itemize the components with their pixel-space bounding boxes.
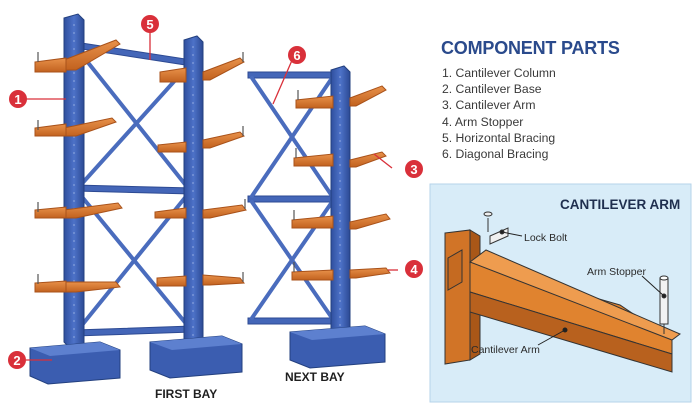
callout-badge-2: 2 bbox=[8, 351, 26, 369]
cantilever-base bbox=[149, 335, 243, 379]
first-bay bbox=[29, 13, 247, 385]
svg-text:3: 3 bbox=[410, 162, 417, 177]
horizontal-bracing bbox=[247, 71, 336, 325]
arm-stoppers bbox=[37, 52, 246, 284]
cantilever-arm-detail-panel bbox=[429, 183, 692, 403]
svg-text:2: 2 bbox=[13, 353, 20, 368]
callout-badge-3: 3 bbox=[405, 160, 423, 178]
cantilever-column bbox=[183, 35, 204, 349]
cantilever-arms bbox=[291, 85, 391, 281]
arm-stoppers bbox=[293, 90, 299, 272]
callout-badge-5: 5 bbox=[141, 15, 159, 33]
arm-stopper-label: Arm Stopper bbox=[587, 266, 646, 278]
component-part-item: 4. Arm Stopper bbox=[442, 114, 524, 129]
lock-bolt-label: Lock Bolt bbox=[524, 232, 568, 244]
callout-badge-1: 1 bbox=[9, 90, 27, 108]
component-part-item: 2. Cantilever Base bbox=[442, 82, 542, 97]
next-bay-label: NEXT BAY bbox=[285, 370, 345, 384]
component-part-item: 5. Horizontal Bracing bbox=[442, 130, 556, 145]
svg-text:6: 6 bbox=[293, 48, 300, 63]
horizontal-bracing bbox=[74, 41, 193, 337]
svg-text:5: 5 bbox=[146, 17, 153, 32]
svg-text:1: 1 bbox=[14, 92, 21, 107]
next-bay bbox=[247, 65, 391, 369]
component-part-item: 1. Cantilever Column bbox=[442, 66, 556, 80]
component-parts-title: COMPONENT PARTS bbox=[441, 38, 620, 58]
lock-bolt-icon bbox=[483, 211, 523, 245]
cantilever-base bbox=[289, 325, 386, 369]
first-bay-label: FIRST BAY bbox=[155, 387, 218, 401]
cantilever-arm-label: Cantilever Arm bbox=[471, 344, 540, 356]
detail-leaders bbox=[537, 327, 568, 346]
cantilever-arm-title: CANTILEVER ARM bbox=[560, 197, 681, 212]
arm-stopper-icon bbox=[641, 275, 669, 334]
component-part-item: 6. Diagonal Bracing bbox=[442, 147, 549, 162]
cantilever-arms bbox=[34, 39, 247, 293]
callout-badge-6: 6 bbox=[288, 46, 306, 64]
callout-badge-4: 4 bbox=[405, 260, 423, 278]
cantilever-column bbox=[330, 65, 351, 341]
svg-text:4: 4 bbox=[410, 262, 418, 277]
cantilever-base bbox=[29, 341, 121, 385]
component-parts-list: 1. Cantilever Column 2. Cantilever Base … bbox=[442, 65, 556, 162]
component-part-item: 3. Cantilever Arm bbox=[442, 98, 536, 113]
cantilever-arm-detail bbox=[444, 229, 681, 373]
